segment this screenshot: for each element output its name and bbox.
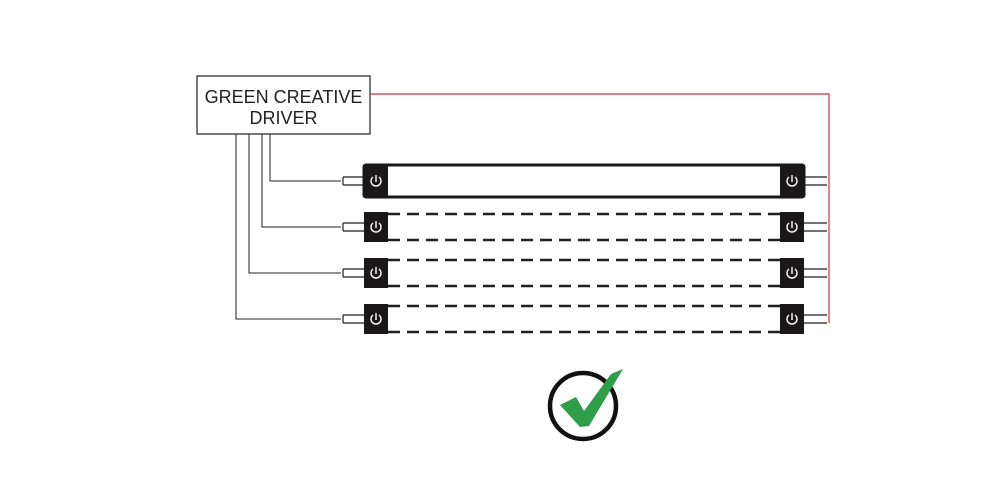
power-icon-arc (370, 176, 382, 187)
power-icon-arc (370, 268, 382, 279)
power-icon (786, 175, 798, 187)
left-pins (342, 268, 365, 278)
tube-endcap-right (780, 304, 804, 334)
return-wire (370, 93, 830, 323)
tube-body-lit (362, 163, 806, 199)
tube-endcap-left (364, 166, 388, 196)
power-icon (370, 267, 382, 279)
feed-wires (235, 134, 341, 320)
tube-endcap-left (364, 258, 388, 288)
power-icon (370, 175, 382, 187)
tube-endcap-left (364, 304, 388, 334)
feed-wire-3 (248, 134, 341, 274)
checkmark-ring (547, 370, 619, 442)
tube-endcap-left (364, 212, 388, 242)
power-icon (370, 313, 382, 325)
power-icon-arc (370, 314, 382, 325)
power-icon-arc (786, 176, 798, 187)
power-icon-arc (786, 268, 798, 279)
power-icon (786, 267, 798, 279)
tube-2 (342, 212, 827, 242)
power-icon-arc (786, 222, 798, 233)
right-pins (802, 222, 827, 232)
power-icon-arc (370, 222, 382, 233)
feed-wire-2 (261, 134, 341, 228)
power-icon (370, 221, 382, 233)
power-icon-arc (786, 314, 798, 325)
tube-1 (342, 163, 827, 199)
driver-label-line2: DRIVER (249, 108, 317, 128)
tube-group (342, 163, 827, 334)
checkmark-tick (560, 369, 623, 427)
left-pins (342, 314, 365, 324)
driver-label-line1: GREEN CREATIVE (205, 87, 363, 107)
tube-4 (342, 304, 827, 334)
driver-box-frame (196, 75, 371, 135)
power-icon (786, 313, 798, 325)
left-pins (342, 176, 365, 186)
checkmark-icon (547, 369, 623, 442)
feed-wire-4 (235, 134, 341, 320)
driver-box: GREEN CREATIVE DRIVER (196, 75, 371, 135)
tube-endcap-right (780, 166, 804, 196)
tube-endcap-right (780, 212, 804, 242)
right-pins (802, 268, 827, 278)
tube-3 (342, 258, 827, 288)
right-pins (802, 314, 827, 324)
left-pins (342, 222, 365, 232)
right-pins (802, 176, 827, 186)
power-icon (786, 221, 798, 233)
tube-endcap-right (780, 258, 804, 288)
feed-wire-1 (269, 134, 341, 182)
